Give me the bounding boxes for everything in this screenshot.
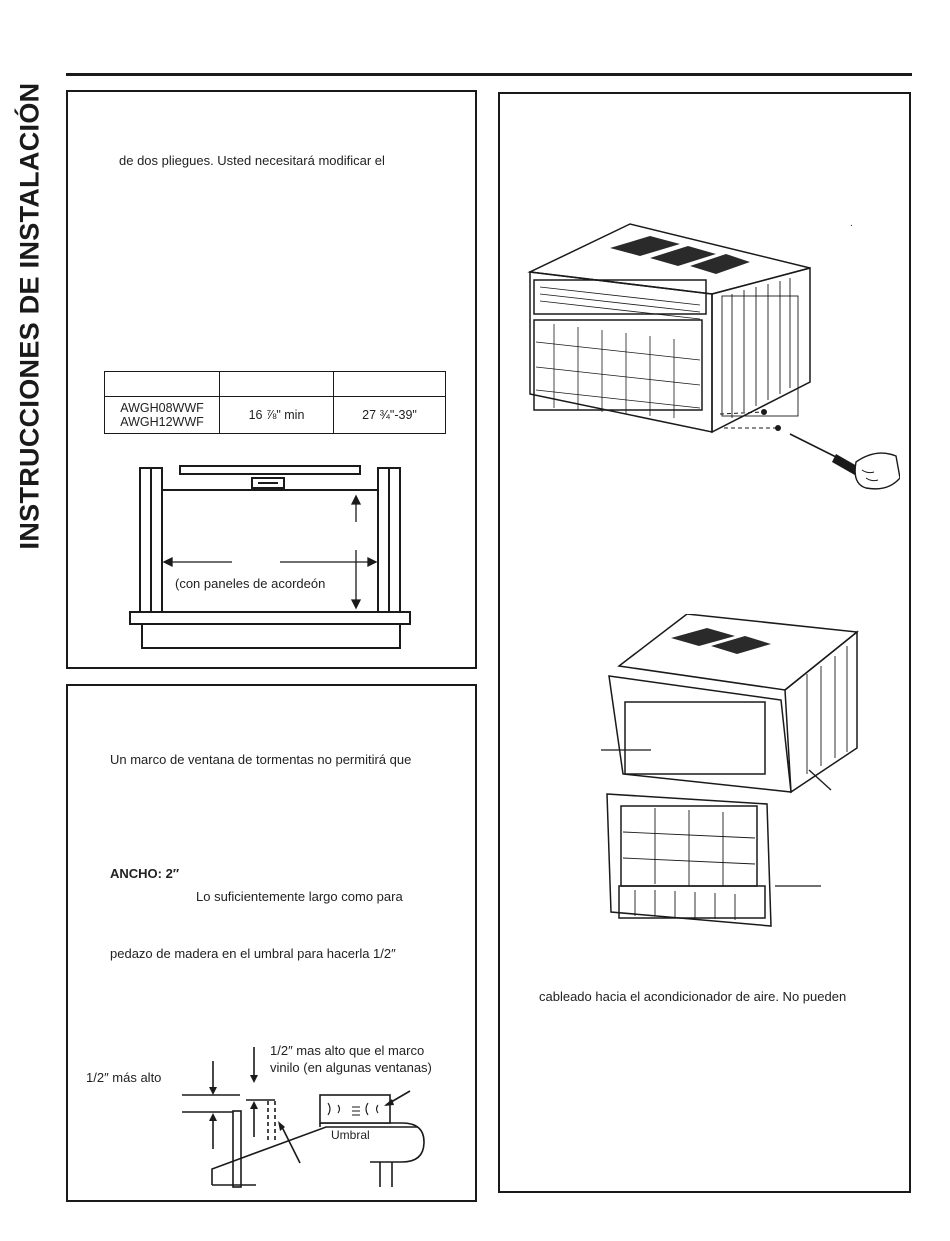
width-label: ANCHO: 2″ xyxy=(110,866,180,881)
air-conditioner-front-panel-illustration xyxy=(601,614,859,927)
box1-text-line: de dos pliegues. Usted necesitará modifi… xyxy=(119,153,385,168)
label-half-inch-higher: 1/2″ más alto xyxy=(86,1070,161,1085)
air-conditioner-screw-illustration xyxy=(527,223,900,490)
box2-text-line-2: Lo suficientemente largo como para xyxy=(196,889,403,904)
sill-label: Umbral xyxy=(331,1128,370,1142)
side-title-text: INSTRUCCIONES DE INSTALACIÓN xyxy=(14,82,45,550)
header-rule xyxy=(66,73,912,76)
sill-diagram: 1/2″ más alto 1/2″ mas alto que el marco… xyxy=(86,1043,432,1188)
label-vinyl-frame-2: vinilo (en algunas ventanas) xyxy=(270,1060,432,1075)
table-header-width xyxy=(333,371,446,397)
model-2: AWGH12WWF xyxy=(120,415,204,429)
box3-dot: . xyxy=(850,218,853,229)
table-header-height xyxy=(219,371,334,397)
table-header-model xyxy=(104,371,220,397)
table-cell-height: 16 ⅞" min xyxy=(219,396,334,434)
box2-text-line-3: pedazo de madera en el umbral para hacer… xyxy=(110,946,396,961)
box2-text-line-1: Un marco de ventana de tormentas no perm… xyxy=(110,752,412,767)
storm-window-box xyxy=(66,684,477,1202)
window-frame-diagram: (con paneles de acordeón xyxy=(129,465,411,649)
label-vinyl-frame-1: 1/2″ mas alto que el marco xyxy=(270,1043,424,1058)
table-cell-models: AWGH08WWF AWGH12WWF xyxy=(104,396,220,434)
box3-caption: cableado hacia el acondicionador de aire… xyxy=(539,989,847,1004)
table-cell-width: 27 ¾"-39" xyxy=(333,396,446,434)
side-title: INSTRUCCIONES DE INSTALACIÓN xyxy=(8,36,52,596)
model-1: AWGH08WWF xyxy=(120,401,204,415)
window-label: (con paneles de acordeón xyxy=(175,576,325,591)
window-size-table: AWGH08WWF AWGH12WWF 16 ⅞" min 27 ¾"-39" xyxy=(104,371,446,434)
